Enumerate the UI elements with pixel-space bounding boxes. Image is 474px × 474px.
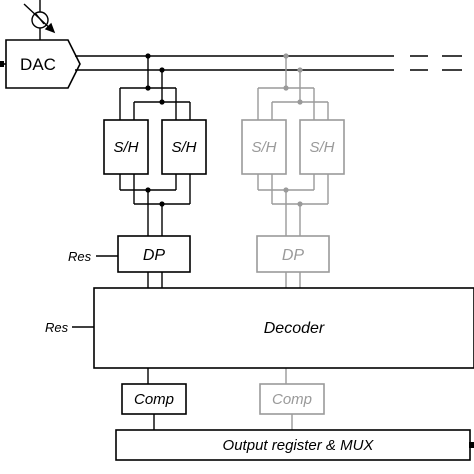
dp-block-2: DP bbox=[256, 235, 330, 273]
comparator-2-label: Comp bbox=[272, 391, 312, 408]
res-input-dp: Res bbox=[68, 249, 118, 264]
comparator-1: Comp bbox=[121, 383, 187, 415]
reference-source bbox=[23, 0, 56, 40]
sample-hold-1b: S/H bbox=[161, 119, 207, 175]
res-dp-label: Res bbox=[68, 249, 92, 264]
sample-hold-1a: S/H bbox=[103, 119, 149, 175]
dac-output-bus bbox=[75, 55, 462, 71]
comparator-2: Comp bbox=[259, 383, 325, 415]
dac-block: DAC bbox=[0, 39, 81, 89]
sample-hold-2b: S/H bbox=[299, 119, 345, 175]
res-input-decoder: Res bbox=[45, 320, 94, 335]
sample-hold-2a: S/H bbox=[241, 119, 287, 175]
res-decoder-label: Res bbox=[45, 320, 69, 335]
dp-block-2-label: DP bbox=[282, 247, 305, 264]
sample-hold-1a-label: S/H bbox=[113, 139, 138, 156]
output-register-mux: Output register & MUX bbox=[115, 429, 474, 461]
comparator-1-label: Comp bbox=[134, 391, 174, 408]
channel-1-junctions bbox=[145, 53, 165, 207]
output-register-label: Output register & MUX bbox=[223, 437, 375, 454]
decoder-label: Decoder bbox=[264, 320, 325, 337]
dac-label: DAC bbox=[20, 55, 56, 74]
sample-hold-1b-label: S/H bbox=[171, 139, 196, 156]
dp-block-1-label: DP bbox=[143, 247, 166, 264]
channel-2-junctions bbox=[283, 53, 303, 207]
decoder-block: Decoder bbox=[93, 287, 474, 369]
dp-block-1: DP bbox=[117, 235, 191, 273]
sample-hold-2b-label: S/H bbox=[309, 139, 334, 156]
sample-hold-2a-label: S/H bbox=[251, 139, 276, 156]
